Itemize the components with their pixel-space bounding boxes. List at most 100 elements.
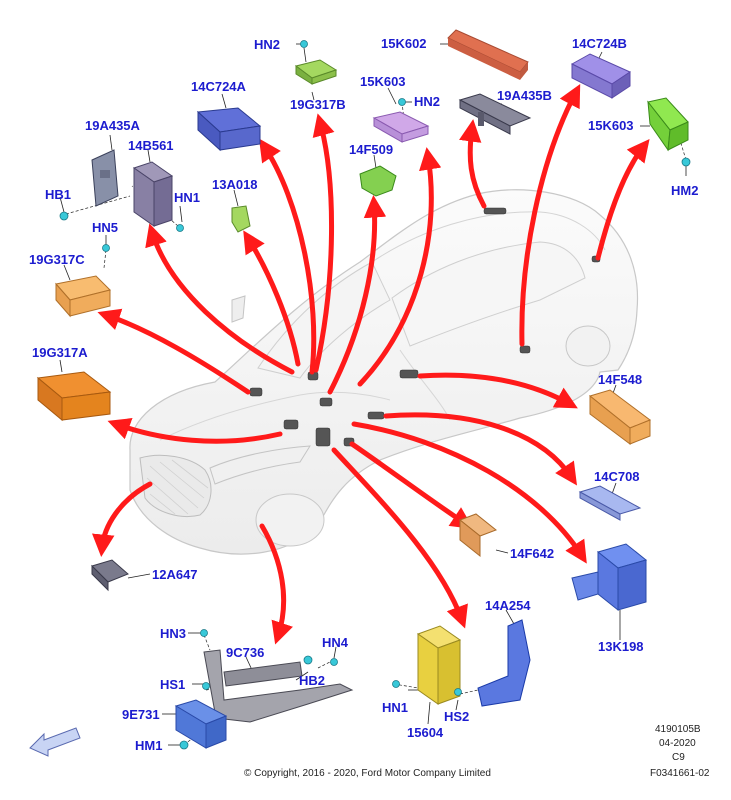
mount-point bbox=[519, 345, 531, 354]
part-15k603-mid[interactable] bbox=[372, 111, 430, 143]
label-19g317a: 19G317A bbox=[32, 345, 88, 360]
label-19g317c: 19G317C bbox=[29, 252, 85, 267]
label-13k198: 13K198 bbox=[598, 639, 644, 654]
label-14f509: 14F509 bbox=[349, 142, 394, 157]
label-14f548: 14F548 bbox=[598, 372, 643, 387]
view-direction-arrow-icon bbox=[29, 727, 81, 757]
label-14c708: 14C708 bbox=[594, 469, 640, 484]
reference-code-2: 04-2020 bbox=[659, 738, 696, 749]
copyright-notice: © Copyright, 2016 - 2020, Ford Motor Com… bbox=[244, 768, 491, 779]
mount-point bbox=[315, 427, 331, 447]
location-arrows bbox=[92, 84, 650, 645]
hood-line bbox=[159, 391, 391, 441]
arrow-to-14f548 bbox=[417, 372, 578, 409]
part-19g317a[interactable] bbox=[36, 371, 112, 422]
arrow-to-12a647 bbox=[92, 481, 153, 557]
fastener-hn5 bbox=[102, 244, 110, 252]
mount-point bbox=[367, 411, 385, 420]
part-19g317c[interactable] bbox=[55, 275, 111, 318]
grille-pattern bbox=[146, 459, 209, 515]
headlamp bbox=[209, 445, 311, 485]
label-12a647: 12A647 bbox=[152, 567, 198, 582]
label-15604: 15604 bbox=[407, 725, 444, 740]
vehicle-body bbox=[129, 189, 639, 555]
label-hs2: HS2 bbox=[444, 709, 470, 724]
arrow-to-15k603-mid bbox=[357, 147, 442, 387]
label-hb1: HB1 bbox=[45, 187, 72, 202]
arrow-to-14c724a bbox=[259, 138, 317, 375]
part-19a435b[interactable] bbox=[458, 93, 532, 135]
part-15k602[interactable] bbox=[447, 29, 529, 80]
mount-point bbox=[483, 207, 507, 215]
part-9e731[interactable] bbox=[174, 699, 228, 749]
part-12a647[interactable] bbox=[91, 559, 129, 592]
part-14f509[interactable] bbox=[359, 165, 397, 197]
label-9c736: 9C736 bbox=[226, 645, 265, 660]
mount-point bbox=[283, 419, 299, 430]
label-14c724b: 14C724B bbox=[572, 36, 627, 51]
part-15k603-right[interactable] bbox=[647, 97, 689, 152]
side-windows bbox=[391, 241, 586, 347]
fastener-hn1-bottom bbox=[392, 680, 400, 688]
label-hs1: HS1 bbox=[160, 677, 186, 692]
label-19a435b: 19A435B bbox=[497, 88, 552, 103]
arrow-to-13a018 bbox=[243, 230, 301, 367]
label-14b561: 14B561 bbox=[128, 138, 174, 153]
label-15k603-mid: 15K603 bbox=[360, 74, 406, 89]
label-hm1: HM1 bbox=[135, 738, 163, 753]
label-9e731: 9E731 bbox=[122, 707, 160, 722]
part-14f548[interactable] bbox=[588, 389, 652, 445]
arrow-to-14f509 bbox=[327, 195, 387, 395]
label-hn5: HN5 bbox=[92, 220, 119, 235]
label-hn1-left: HN1 bbox=[174, 190, 201, 205]
label-hm2: HM2 bbox=[671, 183, 699, 198]
mount-point bbox=[319, 397, 333, 407]
label-hn2-mid: HN2 bbox=[414, 94, 441, 109]
fastener-hn2-top bbox=[300, 40, 308, 48]
fastener-hs2 bbox=[454, 688, 462, 696]
part-19a435a[interactable] bbox=[91, 149, 119, 207]
label-14c724a: 14C724A bbox=[191, 79, 246, 94]
part-14f642[interactable] bbox=[459, 513, 497, 558]
part-13a018[interactable] bbox=[231, 205, 251, 233]
arrow-to-14c708 bbox=[383, 412, 577, 486]
part-14c708[interactable] bbox=[578, 485, 642, 521]
arrow-to-13k198 bbox=[351, 421, 587, 564]
leader-lines bbox=[59, 43, 687, 746]
arrow-to-15k603-right bbox=[595, 138, 650, 261]
label-15k602: 15K602 bbox=[381, 36, 427, 51]
label-19a435a: 19A435A bbox=[85, 118, 140, 133]
fastener-hb1 bbox=[59, 211, 69, 221]
part-15604[interactable] bbox=[416, 625, 462, 705]
part-13k198[interactable] bbox=[571, 543, 648, 612]
fastener-hb2 bbox=[303, 655, 313, 665]
label-hn3: HN3 bbox=[160, 626, 187, 641]
arrow-to-19g317a bbox=[107, 418, 283, 444]
arrow-to-14f642 bbox=[349, 441, 474, 529]
fastener-hn4 bbox=[330, 658, 338, 666]
fasteners bbox=[59, 40, 691, 750]
reference-code-3: C9 bbox=[672, 752, 685, 763]
part-14b561[interactable] bbox=[132, 161, 174, 227]
fastener-hn2-mid bbox=[398, 98, 406, 106]
mount-point bbox=[249, 387, 263, 397]
fastener-hn3 bbox=[200, 629, 208, 637]
part-14c724a[interactable] bbox=[196, 107, 262, 152]
arrow-to-9c736 bbox=[259, 523, 293, 645]
arrow-to-19g317c bbox=[97, 308, 251, 395]
label-13a018: 13A018 bbox=[212, 177, 258, 192]
label-hb2: HB2 bbox=[299, 673, 326, 688]
label-14f642: 14F642 bbox=[510, 546, 555, 561]
fastener-hm2 bbox=[681, 157, 691, 167]
part-14a254[interactable] bbox=[477, 619, 531, 707]
fastener-hs1 bbox=[202, 682, 210, 690]
label-14a254: 14A254 bbox=[485, 598, 531, 613]
part-19g317b[interactable] bbox=[294, 59, 338, 85]
part-9c736[interactable] bbox=[203, 649, 354, 723]
arrow-to-15604 bbox=[331, 447, 468, 629]
roof-line bbox=[371, 211, 606, 263]
fastener-hn1-left bbox=[176, 224, 184, 232]
arrow-to-14b561 bbox=[145, 223, 295, 375]
part-14c724b[interactable] bbox=[570, 53, 632, 99]
